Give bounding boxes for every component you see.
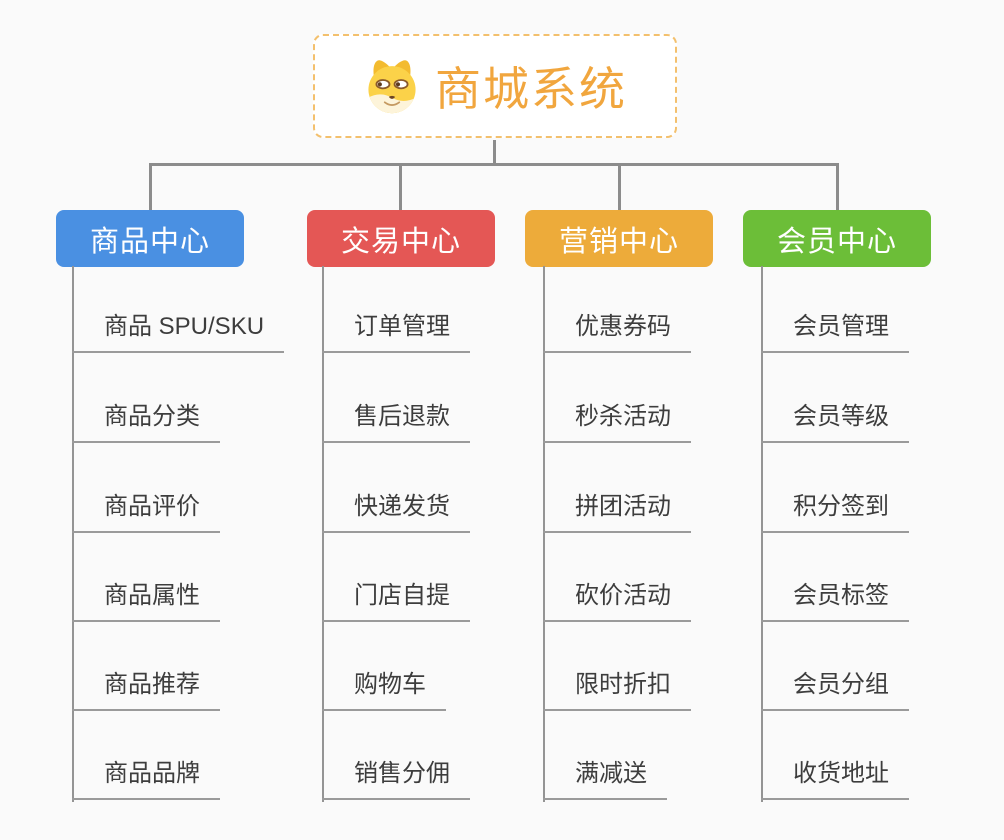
- leaf-node[interactable]: 拼团活动: [543, 491, 691, 533]
- leaf-node[interactable]: 门店自提: [322, 580, 470, 622]
- connector-branch-line: [543, 266, 545, 802]
- connector-branch-line: [322, 266, 324, 802]
- leaf-node[interactable]: 优惠券码: [543, 311, 691, 353]
- connector-branch-line: [761, 266, 763, 802]
- doge-icon: [363, 55, 421, 117]
- leaf-node[interactable]: 商品评价: [72, 491, 220, 533]
- leaf-node[interactable]: 会员管理: [761, 311, 909, 353]
- connector-drop: [149, 163, 152, 211]
- root-title: 商城系统: [435, 63, 627, 115]
- leaf-node[interactable]: 会员等级: [761, 401, 909, 443]
- leaf-node[interactable]: 满减送: [543, 758, 667, 800]
- connector-drop: [836, 163, 839, 211]
- connector-root-stem: [493, 140, 496, 165]
- connector-branch-line: [72, 266, 74, 802]
- leaf-node[interactable]: 会员分组: [761, 669, 909, 711]
- leaf-node[interactable]: 积分签到: [761, 491, 909, 533]
- leaf-node[interactable]: 商品推荐: [72, 669, 220, 711]
- connector-drop: [399, 163, 402, 211]
- leaf-node[interactable]: 商品 SPU/SKU: [72, 311, 285, 353]
- connector-drop: [618, 163, 621, 211]
- leaf-node[interactable]: 收货地址: [761, 758, 909, 800]
- root-node[interactable]: 商城系统: [313, 34, 677, 138]
- leaf-node[interactable]: 砍价活动: [543, 580, 691, 622]
- leaf-node[interactable]: 快递发货: [322, 491, 470, 533]
- branch-node-marketing-center[interactable]: 营销中心: [525, 210, 713, 267]
- branch-node-trade-center[interactable]: 交易中心: [307, 210, 495, 267]
- branch-node-member-center[interactable]: 会员中心: [743, 210, 931, 267]
- leaf-node[interactable]: 会员标签: [761, 580, 909, 622]
- leaf-node[interactable]: 限时折扣: [543, 669, 691, 711]
- leaf-node[interactable]: 销售分佣: [322, 758, 470, 800]
- leaf-node[interactable]: 购物车: [322, 669, 446, 711]
- leaf-node[interactable]: 商品品牌: [72, 758, 220, 800]
- leaf-node[interactable]: 订单管理: [322, 311, 470, 353]
- leaf-node[interactable]: 秒杀活动: [543, 401, 691, 443]
- leaf-node[interactable]: 商品分类: [72, 401, 220, 443]
- leaf-node[interactable]: 商品属性: [72, 580, 220, 622]
- branch-node-product-center[interactable]: 商品中心: [56, 210, 244, 267]
- connector-bus: [149, 163, 839, 166]
- leaf-node[interactable]: 售后退款: [322, 401, 470, 443]
